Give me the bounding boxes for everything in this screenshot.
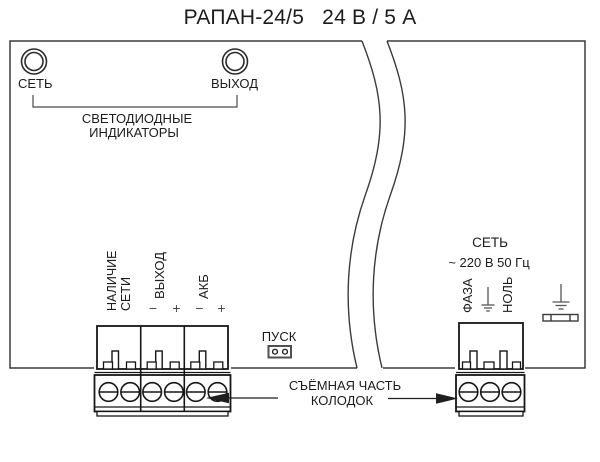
removable-arrow-left <box>206 392 278 404</box>
led-caption-line2: ИНДИКАТОРЫ <box>89 125 179 140</box>
terminal-label-mains-presence-line2: СЕТИ <box>118 277 133 311</box>
polarity-minus-output: − <box>148 300 158 316</box>
polarity-plus-output: + <box>172 300 181 316</box>
mains-neutral-label: НОЛЬ <box>500 276 515 313</box>
diagram-title: РАПАН-24/5 24 В / 5 А <box>183 6 417 29</box>
led-output-label: ВЫХОД <box>211 76 259 91</box>
fuse-icon <box>542 313 579 322</box>
led-caption-line1: СВЕТОДИОДНЫЕ <box>81 111 193 126</box>
panel-outline <box>9 40 586 369</box>
terminal-block-right <box>455 322 526 417</box>
break-lines-icon <box>347 40 406 369</box>
indicator-bracket <box>32 95 238 108</box>
terminal-label-mains-presence: НАЛИЧИЕ СЕТИ <box>105 250 133 311</box>
ground-icon-mains <box>481 287 495 312</box>
mains-label: СЕТЬ <box>472 235 508 250</box>
start-jumper-label: ПУСК <box>261 329 297 344</box>
led-net-icon <box>20 48 48 75</box>
terminal-block-left <box>93 325 232 417</box>
mains-phase-label: ФАЗА <box>460 278 475 313</box>
mains-rating: ~ 220 В 50 Гц <box>448 255 530 270</box>
polarity-minus-battery: − <box>195 300 204 316</box>
led-output-icon <box>221 48 249 75</box>
removable-arrow-right <box>388 393 458 404</box>
start-jumper-icon <box>267 345 292 359</box>
screw-terminals-right <box>458 381 522 403</box>
polarity-plus-battery: + <box>217 300 226 316</box>
led-net-label: СЕТЬ <box>18 76 53 91</box>
terminal-label-output: ВЫХОД <box>152 251 167 299</box>
removable-note-line1: СЪЁМНАЯ ЧАСТЬ <box>288 378 402 393</box>
ground-icon-chassis <box>552 284 570 310</box>
removable-note-line2: КОЛОДОК <box>310 393 374 408</box>
terminal-label-mains-presence-line1: НАЛИЧИЕ <box>105 250 119 311</box>
terminal-label-battery: АКБ <box>196 274 211 299</box>
